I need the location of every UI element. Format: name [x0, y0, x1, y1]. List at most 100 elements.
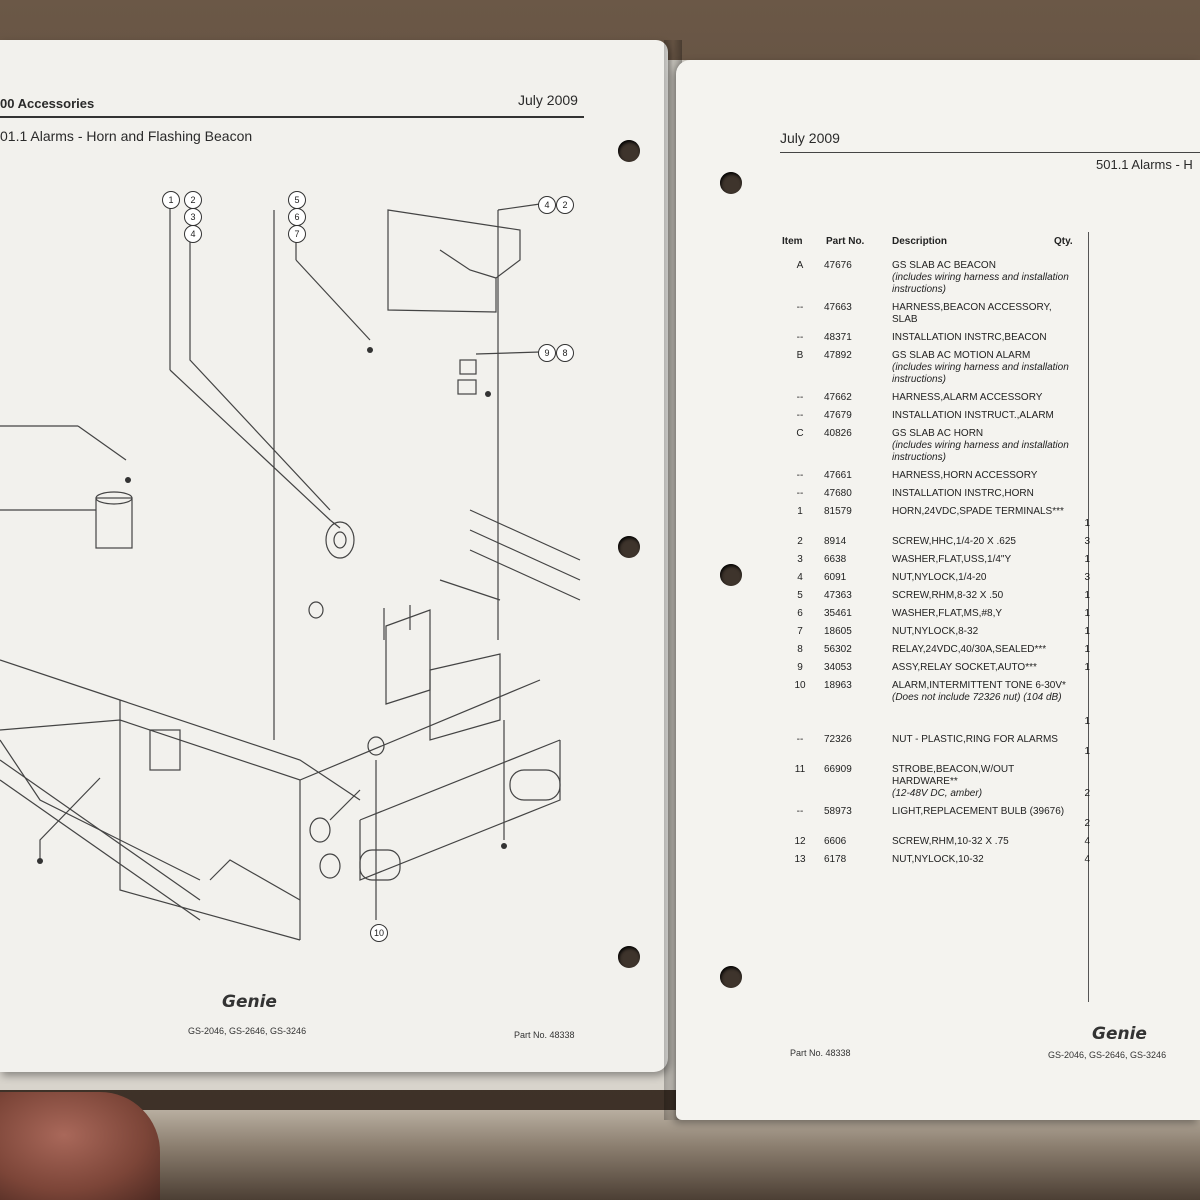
description-cell: HARNESS,HORN ACCESSORY: [892, 470, 1080, 482]
item-cell: 12: [794, 836, 806, 847]
callout-9: 9: [538, 344, 556, 362]
description-cell: INSTALLATION INSTRC,BEACON: [892, 332, 1080, 344]
item-cell: 2: [797, 536, 803, 547]
col-description-header: Description: [892, 236, 948, 247]
description-note: (includes wiring harness and installatio…: [892, 272, 1069, 295]
part-number-cell: 47676: [824, 260, 852, 271]
callout-7: 7: [288, 225, 306, 243]
qty-cell: 1: [1084, 608, 1090, 619]
qty-cell: 3: [1084, 572, 1090, 583]
description-text: RELAY,24VDC,40/30A,SEALED***: [892, 644, 1047, 655]
binder-hole: [720, 966, 742, 988]
description-cell: NUT,NYLOCK,8-32: [892, 626, 1080, 638]
right-page: July 2009 501.1 Alarms - H Item Part No.…: [676, 60, 1200, 1120]
description-note: (includes wiring harness and installatio…: [892, 362, 1069, 385]
part-number-cell: 58973: [824, 806, 852, 817]
part-number-cell: 6638: [824, 554, 847, 565]
description-cell: SCREW,RHM,8-32 X .50: [892, 590, 1080, 602]
part-number-cell: 47892: [824, 350, 852, 361]
qty-cell: 3: [1084, 536, 1090, 547]
description-cell: NUT,NYLOCK,1/4-20: [892, 572, 1080, 584]
qty-cell: 1: [1084, 518, 1090, 529]
description-text: SCREW,HHC,1/4-20 X .625: [892, 536, 1016, 547]
qty-cell: 4: [1084, 836, 1090, 847]
callout-4b: 4: [538, 196, 556, 214]
qty-cell: 1: [1084, 644, 1090, 655]
description-text: GS SLAB AC BEACON: [892, 260, 996, 271]
part-number-cell: 47679: [824, 410, 852, 421]
item-cell: 9: [797, 662, 803, 673]
item-cell: --: [796, 734, 804, 745]
description-text: NUT - PLASTIC,RING FOR ALARMS: [892, 734, 1058, 745]
description-text: GS SLAB AC MOTION ALARM: [892, 350, 1031, 361]
description-cell: NUT - PLASTIC,RING FOR ALARMS: [892, 734, 1080, 746]
description-cell: LIGHT,REPLACEMENT BULB (39676): [892, 806, 1080, 818]
col-qty-header: Qty.: [1054, 236, 1073, 247]
part-number-cell: 81579: [824, 506, 852, 517]
header-rule: [0, 116, 584, 118]
description-note: (includes wiring harness and installatio…: [892, 440, 1069, 463]
description-text: NUT,NYLOCK,8-32: [892, 626, 979, 637]
item-cell: 8: [797, 644, 803, 655]
callout-2: 2: [184, 191, 202, 209]
exploded-parts-diagram: [0, 203, 581, 941]
binder-hole: [618, 536, 640, 558]
callout-2b: 2: [556, 196, 574, 214]
description-cell: ASSY,RELAY SOCKET,AUTO***: [892, 662, 1080, 674]
part-number-cell: 72326: [824, 734, 852, 745]
qty-cell: 1: [1084, 662, 1090, 673]
page-date-right: July 2009: [780, 130, 840, 146]
description-text: SCREW,RHM,8-32 X .50: [892, 590, 1004, 601]
description-cell: WASHER,FLAT,USS,1/4"Y: [892, 554, 1080, 566]
item-cell: 1: [797, 506, 803, 517]
description-text: GS SLAB AC HORN: [892, 428, 984, 439]
callout-5: 5: [288, 191, 306, 209]
item-cell: --: [796, 410, 804, 421]
qty-column-rule: [1088, 232, 1089, 1002]
genie-logo-left: Genie: [222, 992, 277, 1012]
part-number-cell: 47661: [824, 470, 852, 481]
part-number-cell: 6178: [824, 854, 847, 865]
page-date: July 2009: [518, 92, 578, 108]
qty-cell: 2: [1084, 788, 1090, 799]
item-cell: 4: [797, 572, 803, 583]
callout-10: 10: [370, 924, 388, 942]
description-cell: GS SLAB AC MOTION ALARM(includes wiring …: [892, 350, 1080, 386]
description-text: NUT,NYLOCK,1/4-20: [892, 572, 987, 583]
item-cell: 13: [794, 854, 806, 865]
description-text: ASSY,RELAY SOCKET,AUTO***: [892, 662, 1037, 673]
description-text: INSTALLATION INSTRC,BEACON: [892, 332, 1047, 343]
item-cell: --: [796, 470, 804, 481]
col-item-header: Item: [782, 236, 803, 247]
description-text: HARNESS,BEACON ACCESSORY, SLAB: [892, 302, 1052, 325]
description-cell: SCREW,RHM,10-32 X .75: [892, 836, 1080, 848]
description-note: (12-48V DC, amber): [892, 788, 983, 799]
callout-4: 4: [184, 225, 202, 243]
item-cell: --: [796, 806, 804, 817]
section-header: 00 Accessories: [0, 96, 95, 111]
description-text: WASHER,FLAT,MS,#8,Y: [892, 608, 1003, 619]
item-cell: 7: [797, 626, 803, 637]
part-number-cell: 40826: [824, 428, 852, 439]
part-number-cell: 66909: [824, 764, 852, 775]
description-text: NUT,NYLOCK,10-32: [892, 854, 984, 865]
footer-models-right: GS-2046, GS-2646, GS-3246: [1048, 1050, 1167, 1060]
item-cell: --: [796, 488, 804, 499]
qty-cell: 2: [1084, 818, 1090, 829]
description-cell: SCREW,HHC,1/4-20 X .625: [892, 536, 1080, 548]
description-cell: STROBE,BEACON,W/OUT HARDWARE**(12-48V DC…: [892, 764, 1080, 800]
description-text: STROBE,BEACON,W/OUT HARDWARE**: [892, 764, 1015, 787]
part-number-cell: 6606: [824, 836, 847, 847]
page-subtitle-right: 501.1 Alarms - H: [1096, 157, 1193, 172]
description-text: HARNESS,ALARM ACCESSORY: [892, 392, 1043, 403]
description-text: LIGHT,REPLACEMENT BULB (39676): [892, 806, 1065, 817]
description-text: HARNESS,HORN ACCESSORY: [892, 470, 1038, 481]
part-number-cell: 8914: [824, 536, 847, 547]
page-subtitle: 01.1 Alarms - Horn and Flashing Beacon: [0, 128, 253, 144]
part-number-cell: 18963: [824, 680, 852, 691]
item-cell: C: [796, 428, 804, 439]
qty-cell: 1: [1084, 746, 1090, 757]
description-text: ALARM,INTERMITTENT TONE 6-30V*: [892, 680, 1066, 691]
part-number-cell: 18605: [824, 626, 852, 637]
callout-8: 8: [556, 344, 574, 362]
